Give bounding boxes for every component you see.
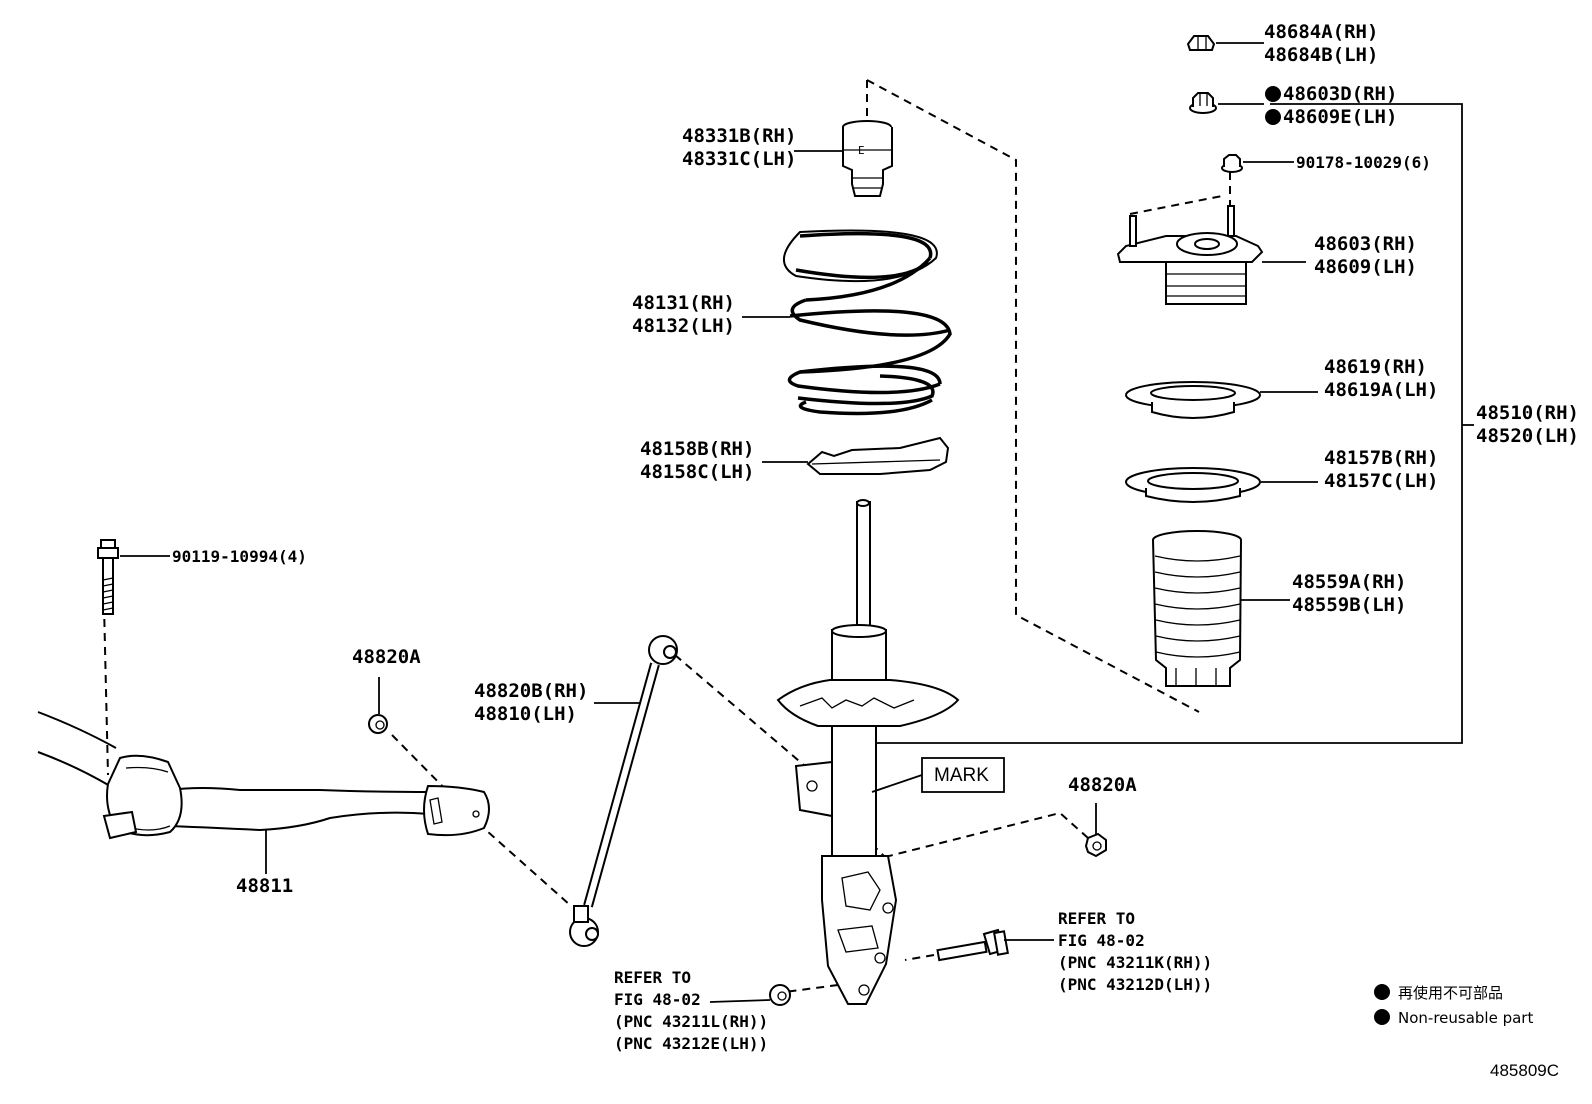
legend-japanese: 再使用不可部品 — [1398, 984, 1503, 1002]
bound-stopper-48331-part: E — [842, 120, 893, 197]
lower-insulator-48158-part — [806, 436, 950, 475]
refer-left-line3: (PNC 43211L(RH)) — [614, 1012, 768, 1031]
stabilizer-link-48820b-part — [569, 635, 678, 947]
label-48684-rh: 48684A(RH) — [1264, 21, 1378, 43]
label-48811: 48811 — [236, 875, 293, 897]
legend-dot-icon — [1374, 984, 1390, 1000]
label-48157b-rh: 48157B(RH) — [1324, 447, 1438, 469]
label-90178: 90178-10029(6) — [1296, 153, 1431, 172]
bolt-90119-part — [97, 539, 119, 615]
label-48131-rh: 48131(RH) — [632, 292, 735, 314]
label-48559a-rh: 48559A(RH) — [1292, 571, 1406, 593]
refer-right-line4: (PNC 43212D(LH)) — [1058, 975, 1212, 994]
coil-spring-48131-part — [783, 229, 952, 416]
upper-nut-48684-part — [1186, 35, 1216, 51]
label-48810-lh: 48810(LH) — [474, 703, 577, 725]
refer-right-line2: FIG 48-02 — [1058, 931, 1145, 950]
refer-left-line1: REFER TO — [614, 968, 691, 987]
flange-nut-48603d-part — [1189, 92, 1217, 114]
label-48609-lh: 48609(LH) — [1314, 256, 1417, 278]
label-48603-rh: 48603(RH) — [1314, 233, 1417, 255]
spring-seat-48619-part — [1125, 381, 1261, 419]
label-48158c-lh: 48158C(LH) — [640, 461, 754, 483]
label-48684-lh: 48684B(LH) — [1264, 44, 1378, 66]
nut-90178-part — [1221, 154, 1243, 173]
label-48158b-rh: 48158B(RH) — [640, 438, 754, 460]
label-48603d-rh: 48603D(RH) — [1283, 83, 1397, 105]
refer-left-line4: (PNC 43212E(LH)) — [614, 1034, 768, 1053]
refer-right-line3: (PNC 43211K(RH)) — [1058, 953, 1212, 972]
label-48609e-lh: 48609E(LH) — [1283, 106, 1397, 128]
label-48331-lh: 48331C(LH) — [682, 148, 796, 170]
assembly-guide-lines — [103, 79, 1231, 993]
label-48331-rh: 48331B(RH) — [682, 125, 796, 147]
label-48820a-left: 48820A — [352, 646, 421, 668]
legend-english: Non-reusable part — [1398, 1009, 1533, 1027]
label-48157c-lh: 48157C(LH) — [1324, 470, 1438, 492]
label-48132-lh: 48132(LH) — [632, 315, 735, 337]
label-48559b-lh: 48559B(LH) — [1292, 594, 1406, 616]
stabilizer-bar-48811-part — [37, 711, 490, 840]
label-48520-lh: 48520(LH) — [1476, 425, 1579, 447]
non-reusable-dot-icon — [1265, 86, 1281, 102]
refer-right-line1: REFER TO — [1058, 909, 1135, 928]
spring-insulator-48157-part — [1125, 467, 1261, 503]
label-48619-rh: 48619(RH) — [1324, 356, 1427, 378]
leader-refer-left — [709, 999, 771, 1003]
label-48820b-rh: 48820B(RH) — [474, 680, 588, 702]
figure-code: 485809C — [1490, 1061, 1559, 1080]
nut-48820a-left-part — [368, 714, 388, 734]
svg-text:E: E — [858, 144, 865, 157]
label-48510-rh: 48510(RH) — [1476, 402, 1579, 424]
label-48820a-right: 48820A — [1068, 774, 1137, 796]
strut-assembly-bracket — [865, 103, 1474, 744]
leader-mark — [871, 774, 923, 793]
legend: 再使用不可部品 Non-reusable part — [1374, 984, 1533, 1027]
nut-refer-left-part — [769, 984, 791, 1006]
bolt-refer-right-part — [936, 928, 1009, 962]
mark-label: MARK — [934, 765, 989, 786]
upper-support-48603-part — [1116, 205, 1264, 305]
shock-absorber-strut-part — [776, 499, 960, 1005]
non-reusable-dot-icon — [1265, 109, 1281, 125]
refer-left-line2: FIG 48-02 — [614, 990, 701, 1009]
nut-48820a-right-part — [1084, 832, 1107, 858]
label-90119: 90119-10994(4) — [172, 547, 307, 566]
legend-dot-icon — [1374, 1009, 1390, 1025]
label-48619a-lh: 48619A(LH) — [1324, 379, 1438, 401]
dust-boot-48559-part — [1152, 530, 1242, 687]
mark-box — [921, 757, 1005, 793]
